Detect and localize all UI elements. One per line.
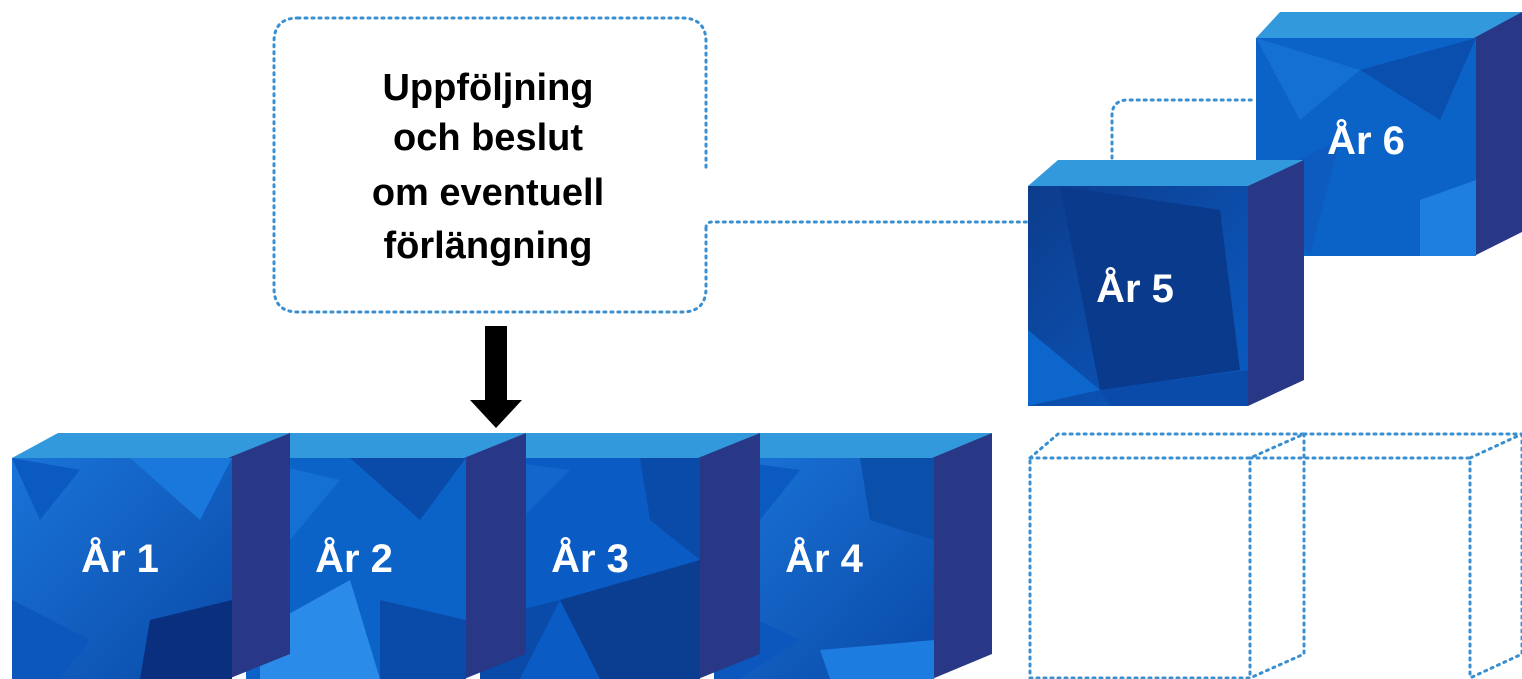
callout-line-2: och beslut: [393, 117, 583, 159]
cube-4-side: [932, 433, 992, 679]
cube-6-top: [1256, 12, 1522, 38]
cube-2-side: [464, 433, 526, 679]
callout-line-1: Uppföljning: [382, 67, 593, 109]
cube-5-label: År 5: [1096, 266, 1174, 311]
placeholder-cube-2-outline: [1248, 432, 1522, 679]
cube-4-top: [714, 433, 992, 458]
callout-line-3: om eventuell: [372, 172, 604, 214]
callout-border: [272, 16, 1030, 314]
cube-year-1: År 1: [12, 433, 290, 679]
cube-3-side: [698, 433, 760, 679]
cube-3-label: År 3: [551, 536, 629, 581]
cube-1-label: År 1: [81, 536, 159, 581]
down-arrow-icon: [470, 326, 522, 428]
cube-2-top: [246, 433, 526, 458]
cube-6-label: År 6: [1327, 118, 1405, 163]
cube-4-label: År 4: [785, 536, 864, 581]
cube-1-top: [12, 433, 290, 458]
callout: Uppföljning och beslut om eventuell förl…: [272, 16, 1030, 314]
cube-year-5: År 5: [1028, 160, 1304, 406]
cube-2-label: År 2: [315, 536, 393, 581]
placeholder-cubes: [1028, 432, 1522, 679]
cube-6-side: [1474, 12, 1522, 256]
cube-3-top: [480, 433, 760, 458]
cube-5-side: [1248, 160, 1304, 406]
cube-5-top: [1028, 160, 1304, 186]
placeholder-cube-1-outline: [1028, 432, 1306, 679]
cube-1-side: [228, 433, 290, 679]
connector-line: [1110, 98, 1258, 160]
callout-line-4: förlängning: [384, 225, 593, 267]
